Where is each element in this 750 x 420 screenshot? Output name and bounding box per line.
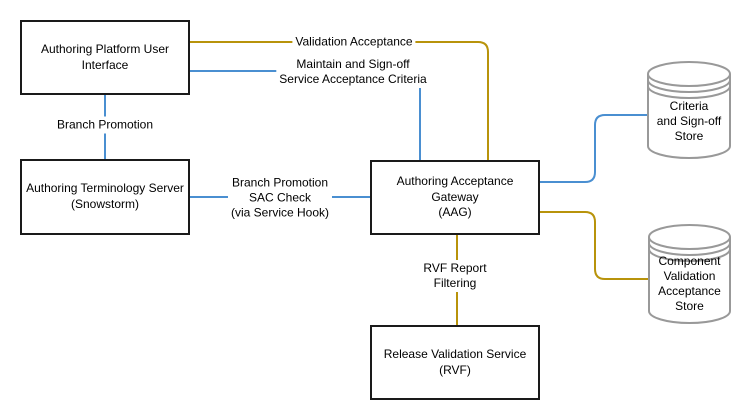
node-release-validation-service: Release Validation Service (RVF) [370,325,540,400]
node-component-store-label: Component Validation Acceptance Store [658,254,721,313]
node-authoring-platform-ui-label: Authoring Platform User Interface [40,41,170,72]
node-authoring-acceptance-gateway: Authoring Acceptance Gateway (AAG) [370,160,540,235]
node-release-validation-service-label: Release Validation Service (RVF) [383,346,527,377]
edge-aag-to-component-store [540,211,649,280]
node-authoring-terminology-server: Authoring Terminology Server (Snowstorm) [20,159,190,235]
edge-label-maintain-signoff: Maintain and Sign-off Service Acceptance… [276,56,430,88]
criteria-store-cylinder-icon [647,61,731,159]
node-criteria-store-label: Criteria and Sign-off Store [656,98,722,143]
edge-label-branch-promotion-sac: Branch Promotion SAC Check (via Service … [227,174,333,222]
node-component-store: Component Validation Acceptance Store [649,250,730,318]
node-authoring-terminology-server-label: Authoring Terminology Server (Snowstorm) [26,181,184,211]
component-store-cylinder-icon [648,224,731,324]
edge-label-rvf-report-filtering: RVF Report Filtering [420,260,490,292]
node-criteria-store: Criteria and Sign-off Store [648,90,730,152]
edge-label-validation-acceptance: Validation Acceptance [292,33,416,51]
edge-validation-acceptance [190,41,489,160]
edge-aag-to-criteria-store [540,114,648,183]
edge-label-branch-promotion: Branch Promotion [53,116,157,134]
node-authoring-acceptance-gateway-label: Authoring Acceptance Gateway (AAG) [396,174,514,220]
node-authoring-platform-ui: Authoring Platform User Interface [20,20,190,95]
